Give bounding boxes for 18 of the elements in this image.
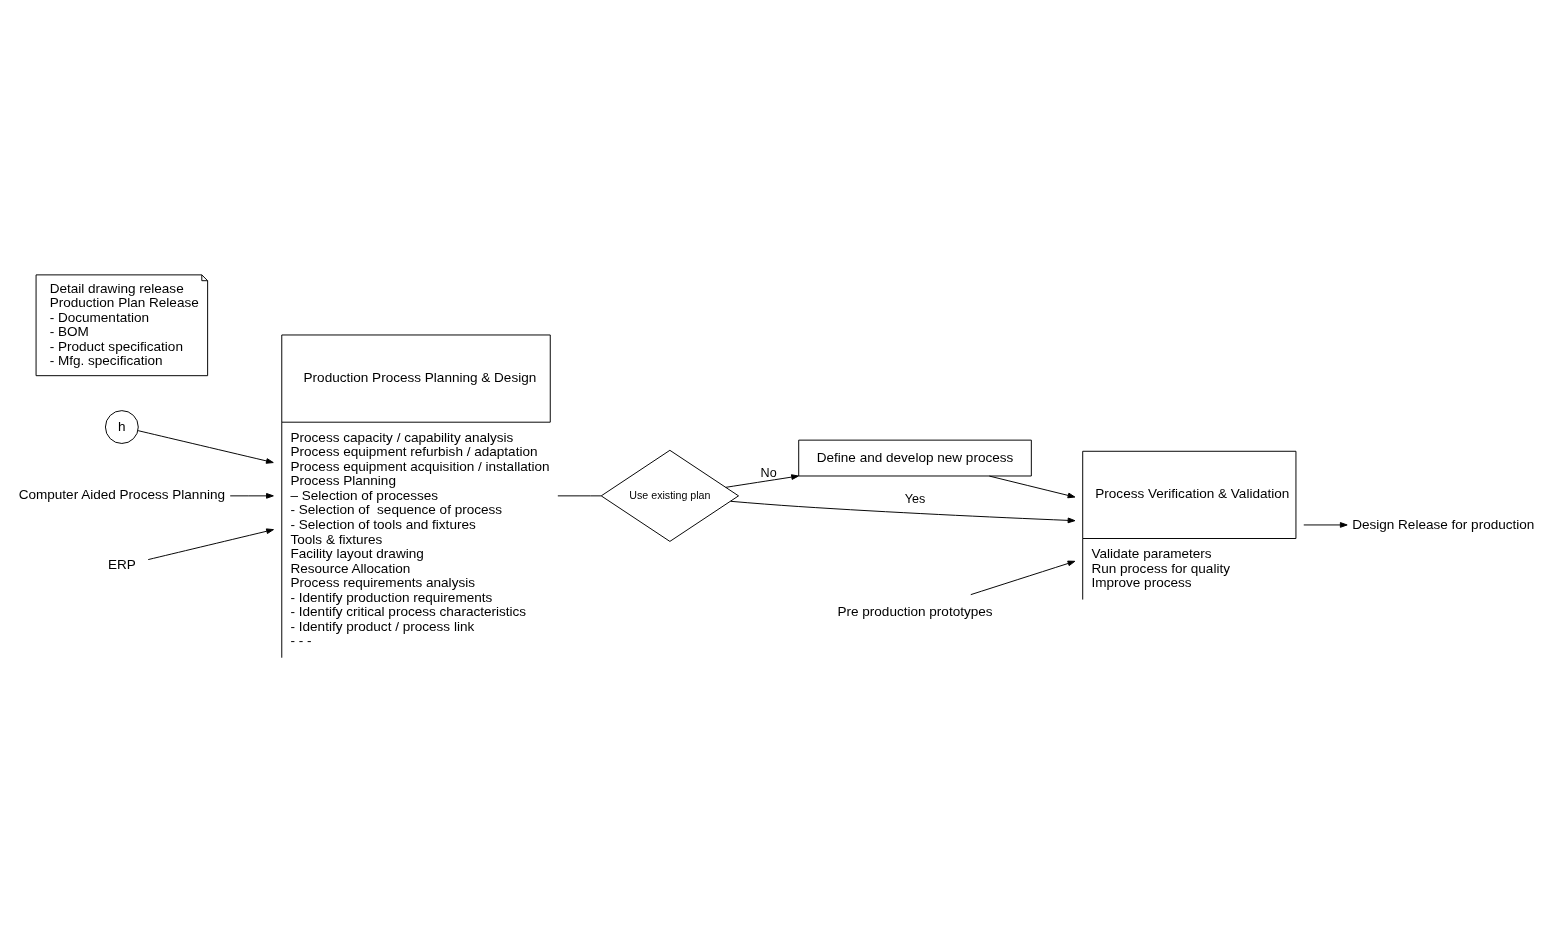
edge-label: Yes (904, 492, 926, 507)
arrow (988, 475, 1076, 499)
node-text: Pre production prototypes (837, 603, 993, 619)
node-box: Define and develop new process (798, 439, 1032, 477)
node-text: Computer Aided Process Planning (18, 487, 226, 503)
arrow (725, 474, 799, 488)
arrow (137, 430, 274, 464)
arrow (147, 528, 274, 561)
arrow (229, 493, 274, 499)
arrow (730, 500, 1076, 524)
arrow (970, 560, 1076, 596)
node-diamond: Use existing plan (600, 449, 740, 542)
connector (557, 495, 602, 497)
arrow (1303, 522, 1348, 528)
node-text: Design Release for production (1352, 516, 1535, 532)
node-circle: h (104, 410, 139, 444)
node-text: ERP (107, 557, 136, 573)
edge-label: No (760, 465, 777, 480)
